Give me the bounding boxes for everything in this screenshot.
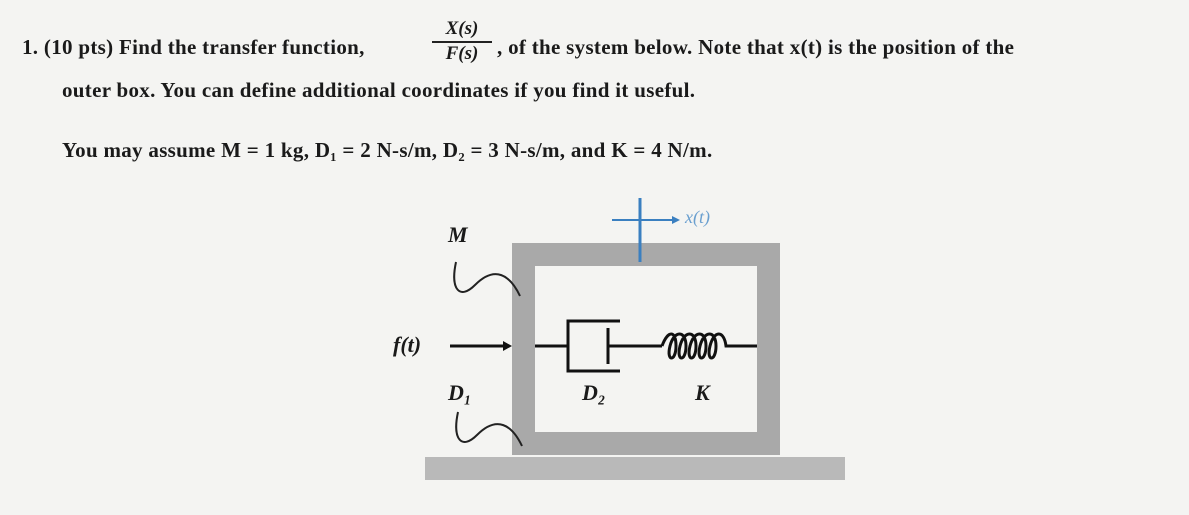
problem-text-1a: Find the transfer function,: [118, 35, 365, 59]
problem-text-3: You may assume M = 1 kg, D₁ = 2 N-s/m, D…: [62, 138, 713, 162]
damper-d2: [535, 319, 662, 373]
arrow-head-icon: [503, 341, 512, 351]
fraction-denominator: F(s): [445, 43, 479, 64]
position-label: x(t): [685, 207, 710, 227]
k-label: K: [695, 380, 710, 405]
ground: [425, 457, 845, 480]
fraction-numerator: X(s): [432, 18, 492, 43]
problem-number: 1. (10 pts) Find the transfer function,: [22, 35, 365, 59]
problem-text-1b: , of the system below. Note that x(t) is…: [497, 35, 1015, 59]
transfer-function-fraction: X(s) F(s): [432, 18, 492, 65]
outer-box-mass: [512, 243, 780, 455]
force-label: f(t): [393, 332, 422, 357]
mass-leader-line: [453, 261, 521, 297]
d1-leader-line: [455, 411, 523, 447]
spring-k: [660, 332, 757, 360]
d1-label: D₁: [448, 380, 472, 405]
points: (10 pts): [43, 35, 114, 59]
mass-label: M: [448, 222, 468, 247]
problem-text-2: outer box. You can define additional coo…: [62, 78, 696, 102]
d2-label: D₂: [582, 380, 606, 405]
arrow-head-icon: [672, 216, 680, 224]
